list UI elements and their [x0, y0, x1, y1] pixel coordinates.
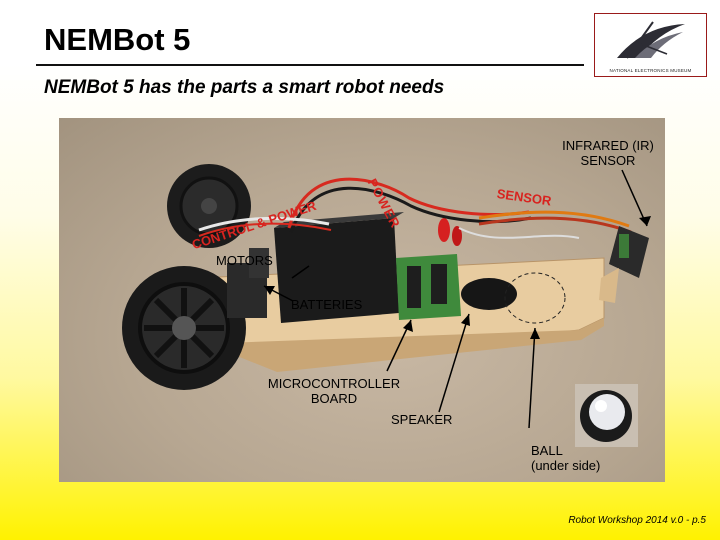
museum-logo: NATIONAL ELECTRONICS MUSEUM	[594, 13, 707, 77]
label-ball-line1: BALL	[531, 443, 563, 458]
slide-title: NEMBot 5	[44, 22, 191, 57]
label-ball-line2: (under side)	[531, 458, 601, 473]
label-ball: BALL (under side)	[531, 443, 600, 473]
slide-footer: Robot Workshop 2014 v.0 - p.5	[568, 515, 706, 526]
label-ir-sensor-line1: INFRARED (IR)	[562, 138, 654, 153]
museum-logo-icon	[617, 21, 685, 59]
label-microcontroller-line1: MICROCONTROLLER	[267, 376, 401, 391]
robot-illustration	[122, 164, 651, 429]
ball-inset-photo	[575, 384, 638, 447]
label-motors: MOTORS	[216, 253, 273, 268]
label-ir-sensor: INFRARED (IR) SENSOR	[548, 138, 668, 168]
label-microcontroller-line2: BOARD	[310, 391, 358, 406]
label-ir-sensor-line2: SENSOR	[580, 153, 636, 168]
title-divider	[36, 64, 584, 66]
museum-logo-text: NATIONAL ELECTRONICS MUSEUM	[609, 68, 692, 73]
label-batteries: BATTERIES	[291, 297, 363, 312]
robot-photo	[59, 118, 665, 482]
label-microcontroller: MICROCONTROLLER BOARD	[254, 376, 414, 406]
slide-subtitle: NEMBot 5 has the parts a smart robot nee…	[44, 77, 445, 98]
label-speaker: SPEAKER	[391, 412, 453, 427]
